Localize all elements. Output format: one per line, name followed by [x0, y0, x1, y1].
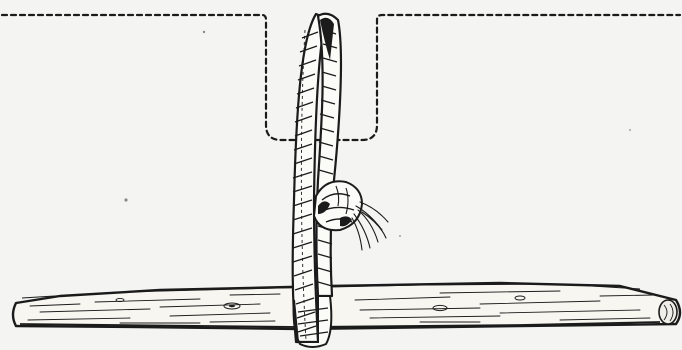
rope-stick-engraving — [0, 0, 682, 350]
